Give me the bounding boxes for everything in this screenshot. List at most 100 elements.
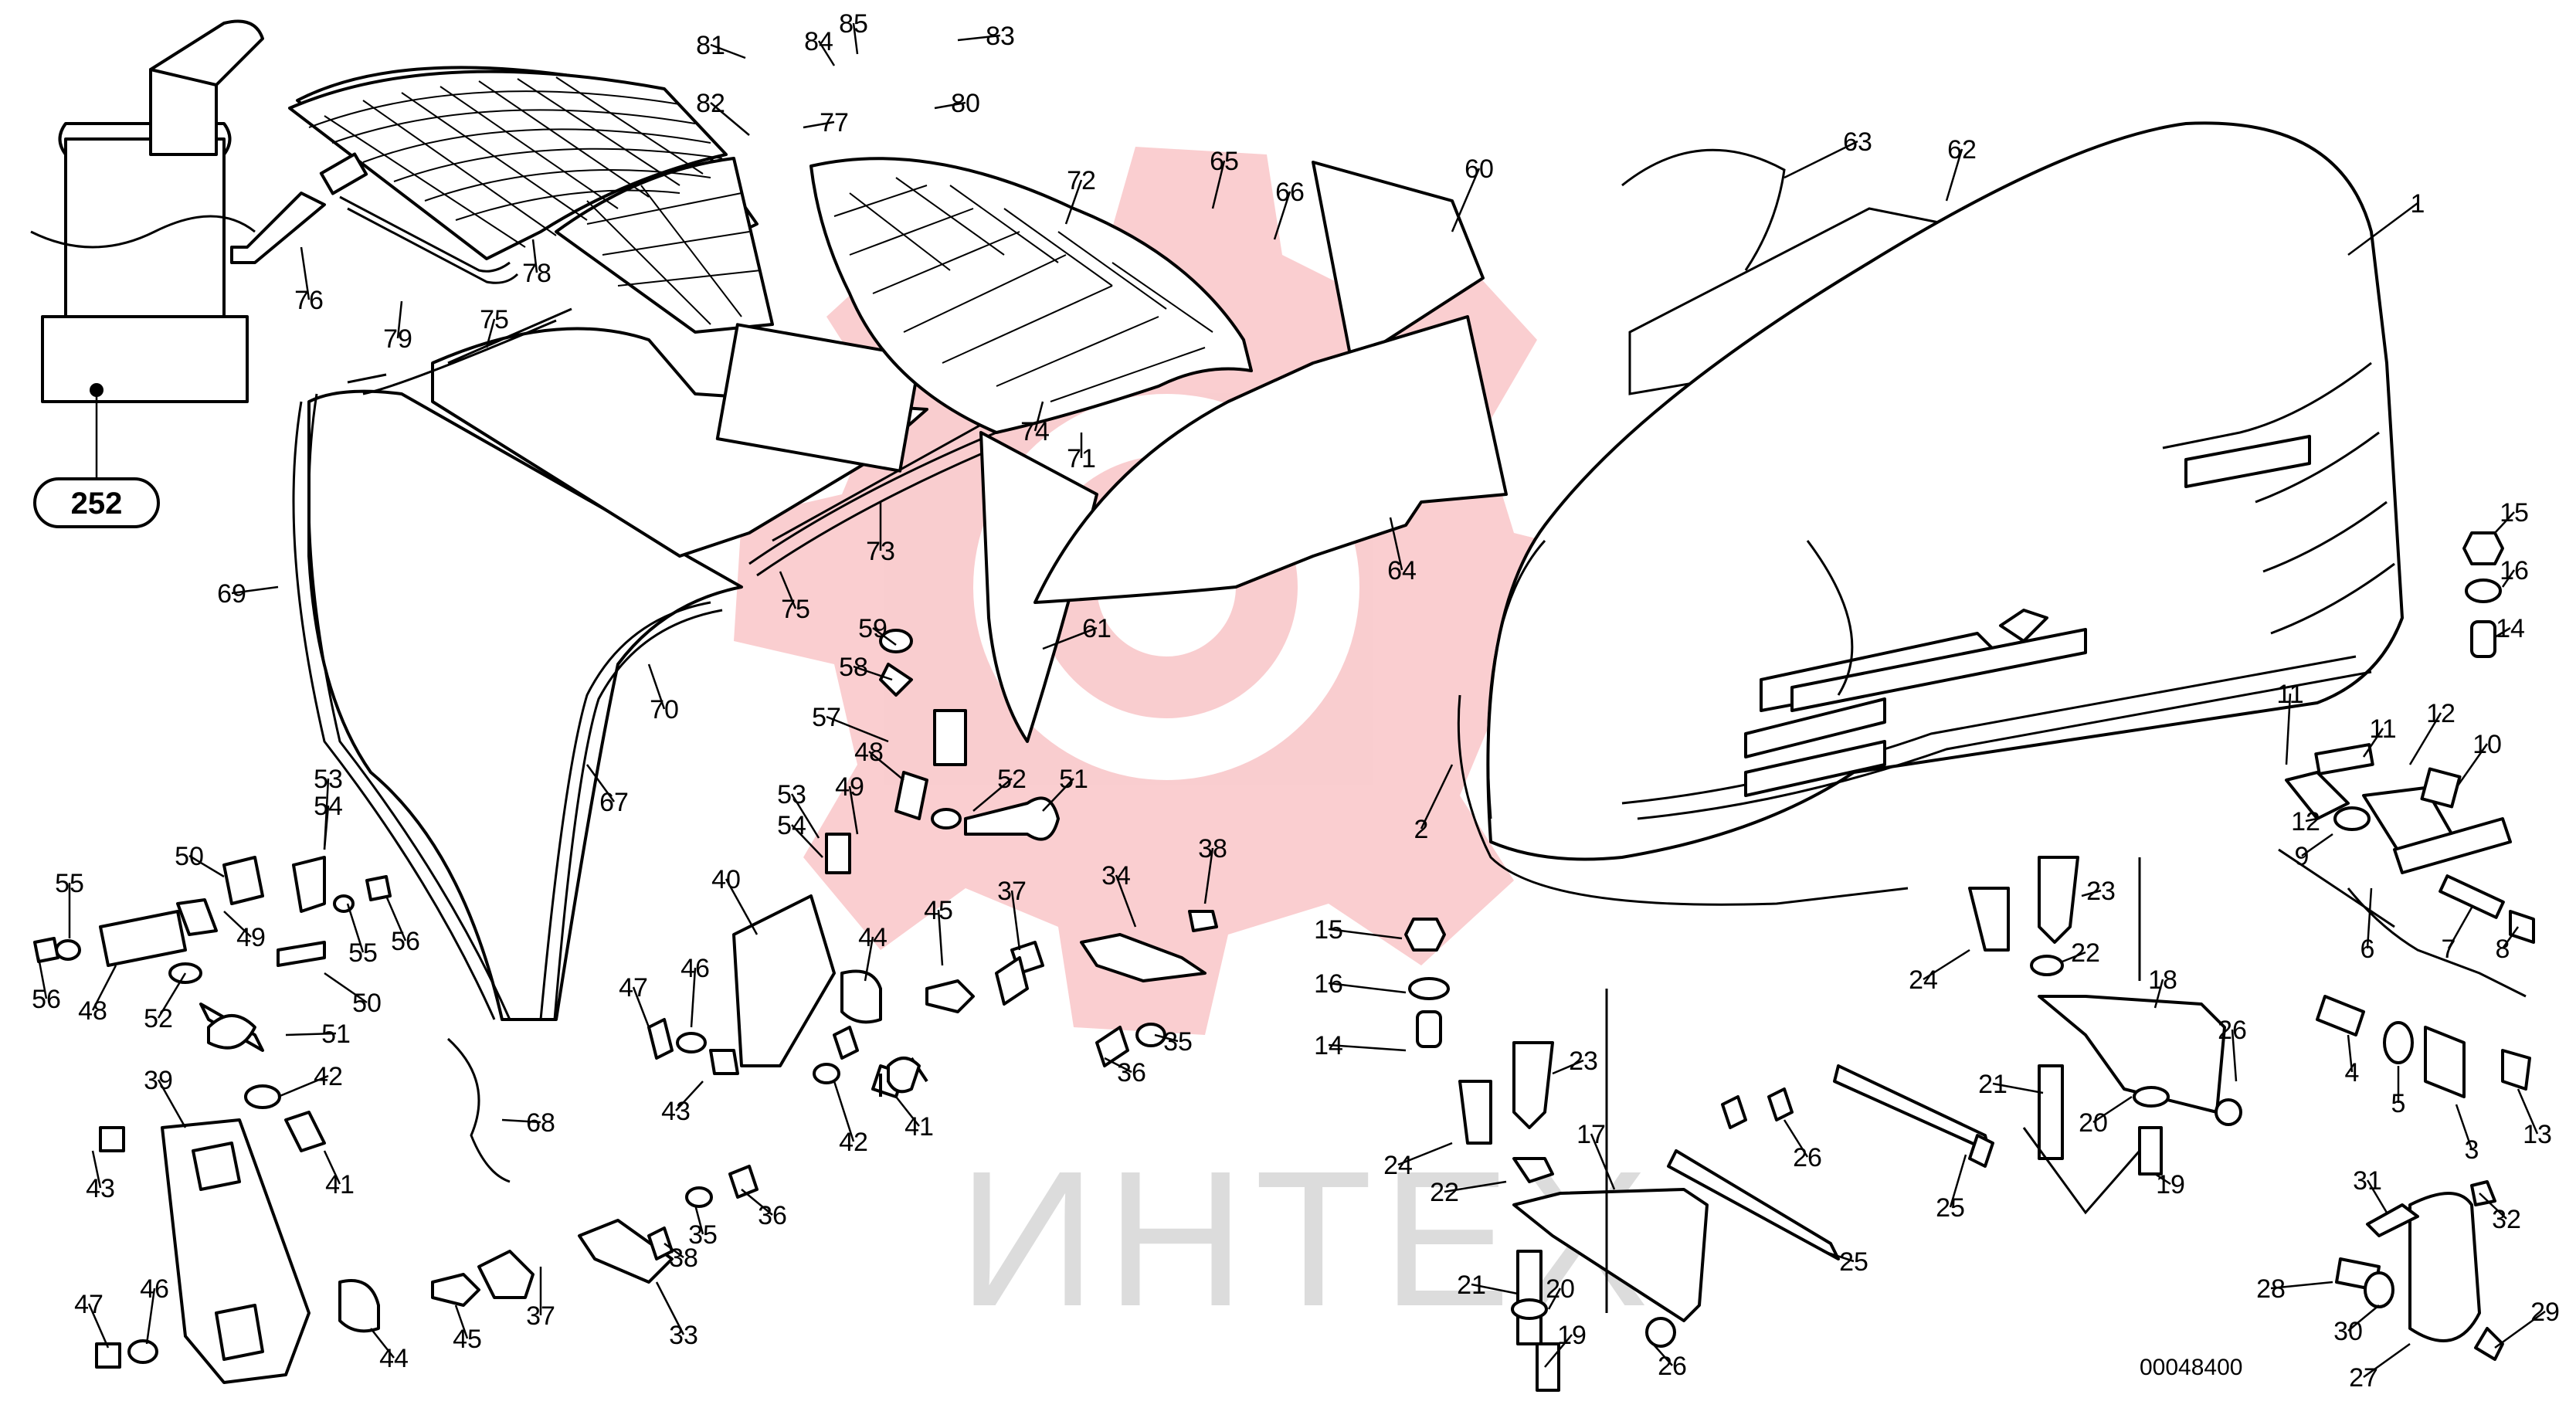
leader-line <box>1547 1288 1562 1310</box>
callout-c63: 63 <box>1843 127 1872 157</box>
callout-c3: 3 <box>2465 1135 2479 1165</box>
leader-line <box>934 101 966 110</box>
callout-c56a: 56 <box>32 985 61 1014</box>
leader-line <box>2408 712 2442 765</box>
leader-line <box>1397 1142 1453 1166</box>
leader-line <box>324 972 368 1004</box>
callout-c18: 18 <box>2148 965 2177 995</box>
callout-c75a: 75 <box>480 305 509 334</box>
leader-line <box>277 1074 329 1098</box>
callout-c2: 2 <box>1414 815 1429 844</box>
callout-c17: 17 <box>1576 1120 1606 1149</box>
leader-line <box>157 1079 187 1128</box>
leader-line <box>741 1189 773 1216</box>
leader-line <box>323 805 330 850</box>
leader-line <box>223 911 252 938</box>
callout-c80: 80 <box>951 89 980 118</box>
callout-c35b: 35 <box>1163 1027 1193 1057</box>
callout-c34: 34 <box>1101 861 1131 891</box>
leader-line <box>694 1204 704 1235</box>
leader-line <box>2455 1104 2473 1150</box>
callout-c10: 10 <box>2472 730 2502 759</box>
leader-line <box>1010 890 1021 951</box>
leader-line <box>690 967 697 1028</box>
callout-c64: 64 <box>1387 556 1417 585</box>
callout-c37b: 37 <box>997 877 1027 906</box>
leader-line <box>1115 874 1137 928</box>
callout-c42a: 42 <box>314 1062 343 1091</box>
callout-c47a: 47 <box>74 1290 104 1319</box>
callout-c6: 6 <box>2360 935 2375 964</box>
reference-code: 00048400 <box>2140 1355 2242 1380</box>
panel-64 <box>1033 315 1508 604</box>
callout-c14b: 14 <box>2496 614 2525 643</box>
leader-line <box>2363 1342 2411 1379</box>
callout-c46b: 46 <box>680 954 710 983</box>
callout-c73: 73 <box>866 537 895 566</box>
callout-c43a: 43 <box>86 1174 115 1203</box>
callout-c54a: 54 <box>314 792 343 821</box>
leader-line <box>957 34 1001 42</box>
callout-c15a: 15 <box>1314 915 1343 945</box>
callout-c41a: 41 <box>325 1170 355 1199</box>
leader-line <box>2455 743 2489 789</box>
callout-c9: 9 <box>2295 842 2310 871</box>
leader-line <box>1590 1133 1616 1190</box>
callout-c60: 60 <box>1464 154 1494 184</box>
callout-c42b: 42 <box>839 1128 868 1157</box>
callout-c40: 40 <box>711 865 741 894</box>
callout-c43b: 43 <box>661 1097 691 1126</box>
leader-line <box>2270 1281 2333 1290</box>
callout-c82: 82 <box>696 89 725 118</box>
leader-line <box>790 793 820 839</box>
callout-c38a: 38 <box>669 1243 698 1273</box>
left-hardware <box>647 629 1218 1098</box>
callout-c48a: 48 <box>78 996 107 1026</box>
leader-line <box>385 895 407 941</box>
bracket-76 <box>230 192 326 264</box>
leader-line <box>852 22 859 55</box>
leader-line <box>157 972 187 1019</box>
callout-c67: 67 <box>599 788 629 817</box>
leader-line <box>2494 511 2515 534</box>
leader-line <box>655 1281 685 1335</box>
callout-c57: 57 <box>812 703 841 732</box>
callout-c46a: 46 <box>140 1274 169 1304</box>
leader-line <box>396 300 403 339</box>
leader-line <box>2501 569 2516 588</box>
leader-line <box>710 43 746 59</box>
leader-line <box>937 909 944 966</box>
callout-c26c: 26 <box>2218 1016 2247 1045</box>
callout-c55b: 55 <box>348 938 378 968</box>
leader-line <box>664 1242 684 1259</box>
leader-line <box>454 1305 469 1339</box>
callout-c70: 70 <box>650 695 679 724</box>
leader-line <box>848 785 859 835</box>
callout-c83: 83 <box>986 22 1015 51</box>
right-hardware <box>2278 531 2535 1361</box>
callout-c51b: 51 <box>1059 765 1088 794</box>
leader-line <box>2153 979 2164 1009</box>
leader-line <box>2154 1172 2171 1186</box>
leader-line <box>37 957 48 999</box>
leader-line <box>1154 1033 1179 1043</box>
leader-line <box>2362 728 2384 758</box>
leader-line <box>2062 951 2086 963</box>
left-fender-panel <box>292 323 928 1021</box>
leader-line <box>485 318 496 348</box>
callout-c44a: 44 <box>379 1344 409 1373</box>
leader-line <box>1203 847 1214 904</box>
leader-line <box>2347 1034 2354 1073</box>
callout-c39: 39 <box>144 1066 173 1095</box>
callout-c5: 5 <box>2391 1089 2406 1118</box>
callout-c19a: 19 <box>1557 1321 1587 1350</box>
leader-line <box>188 854 225 878</box>
callout-c78: 78 <box>522 259 552 288</box>
leader-line <box>1033 401 1044 432</box>
callout-c25b: 25 <box>1936 1193 1965 1223</box>
callout-c47b: 47 <box>619 973 648 1003</box>
leader-line <box>2092 1095 2133 1124</box>
